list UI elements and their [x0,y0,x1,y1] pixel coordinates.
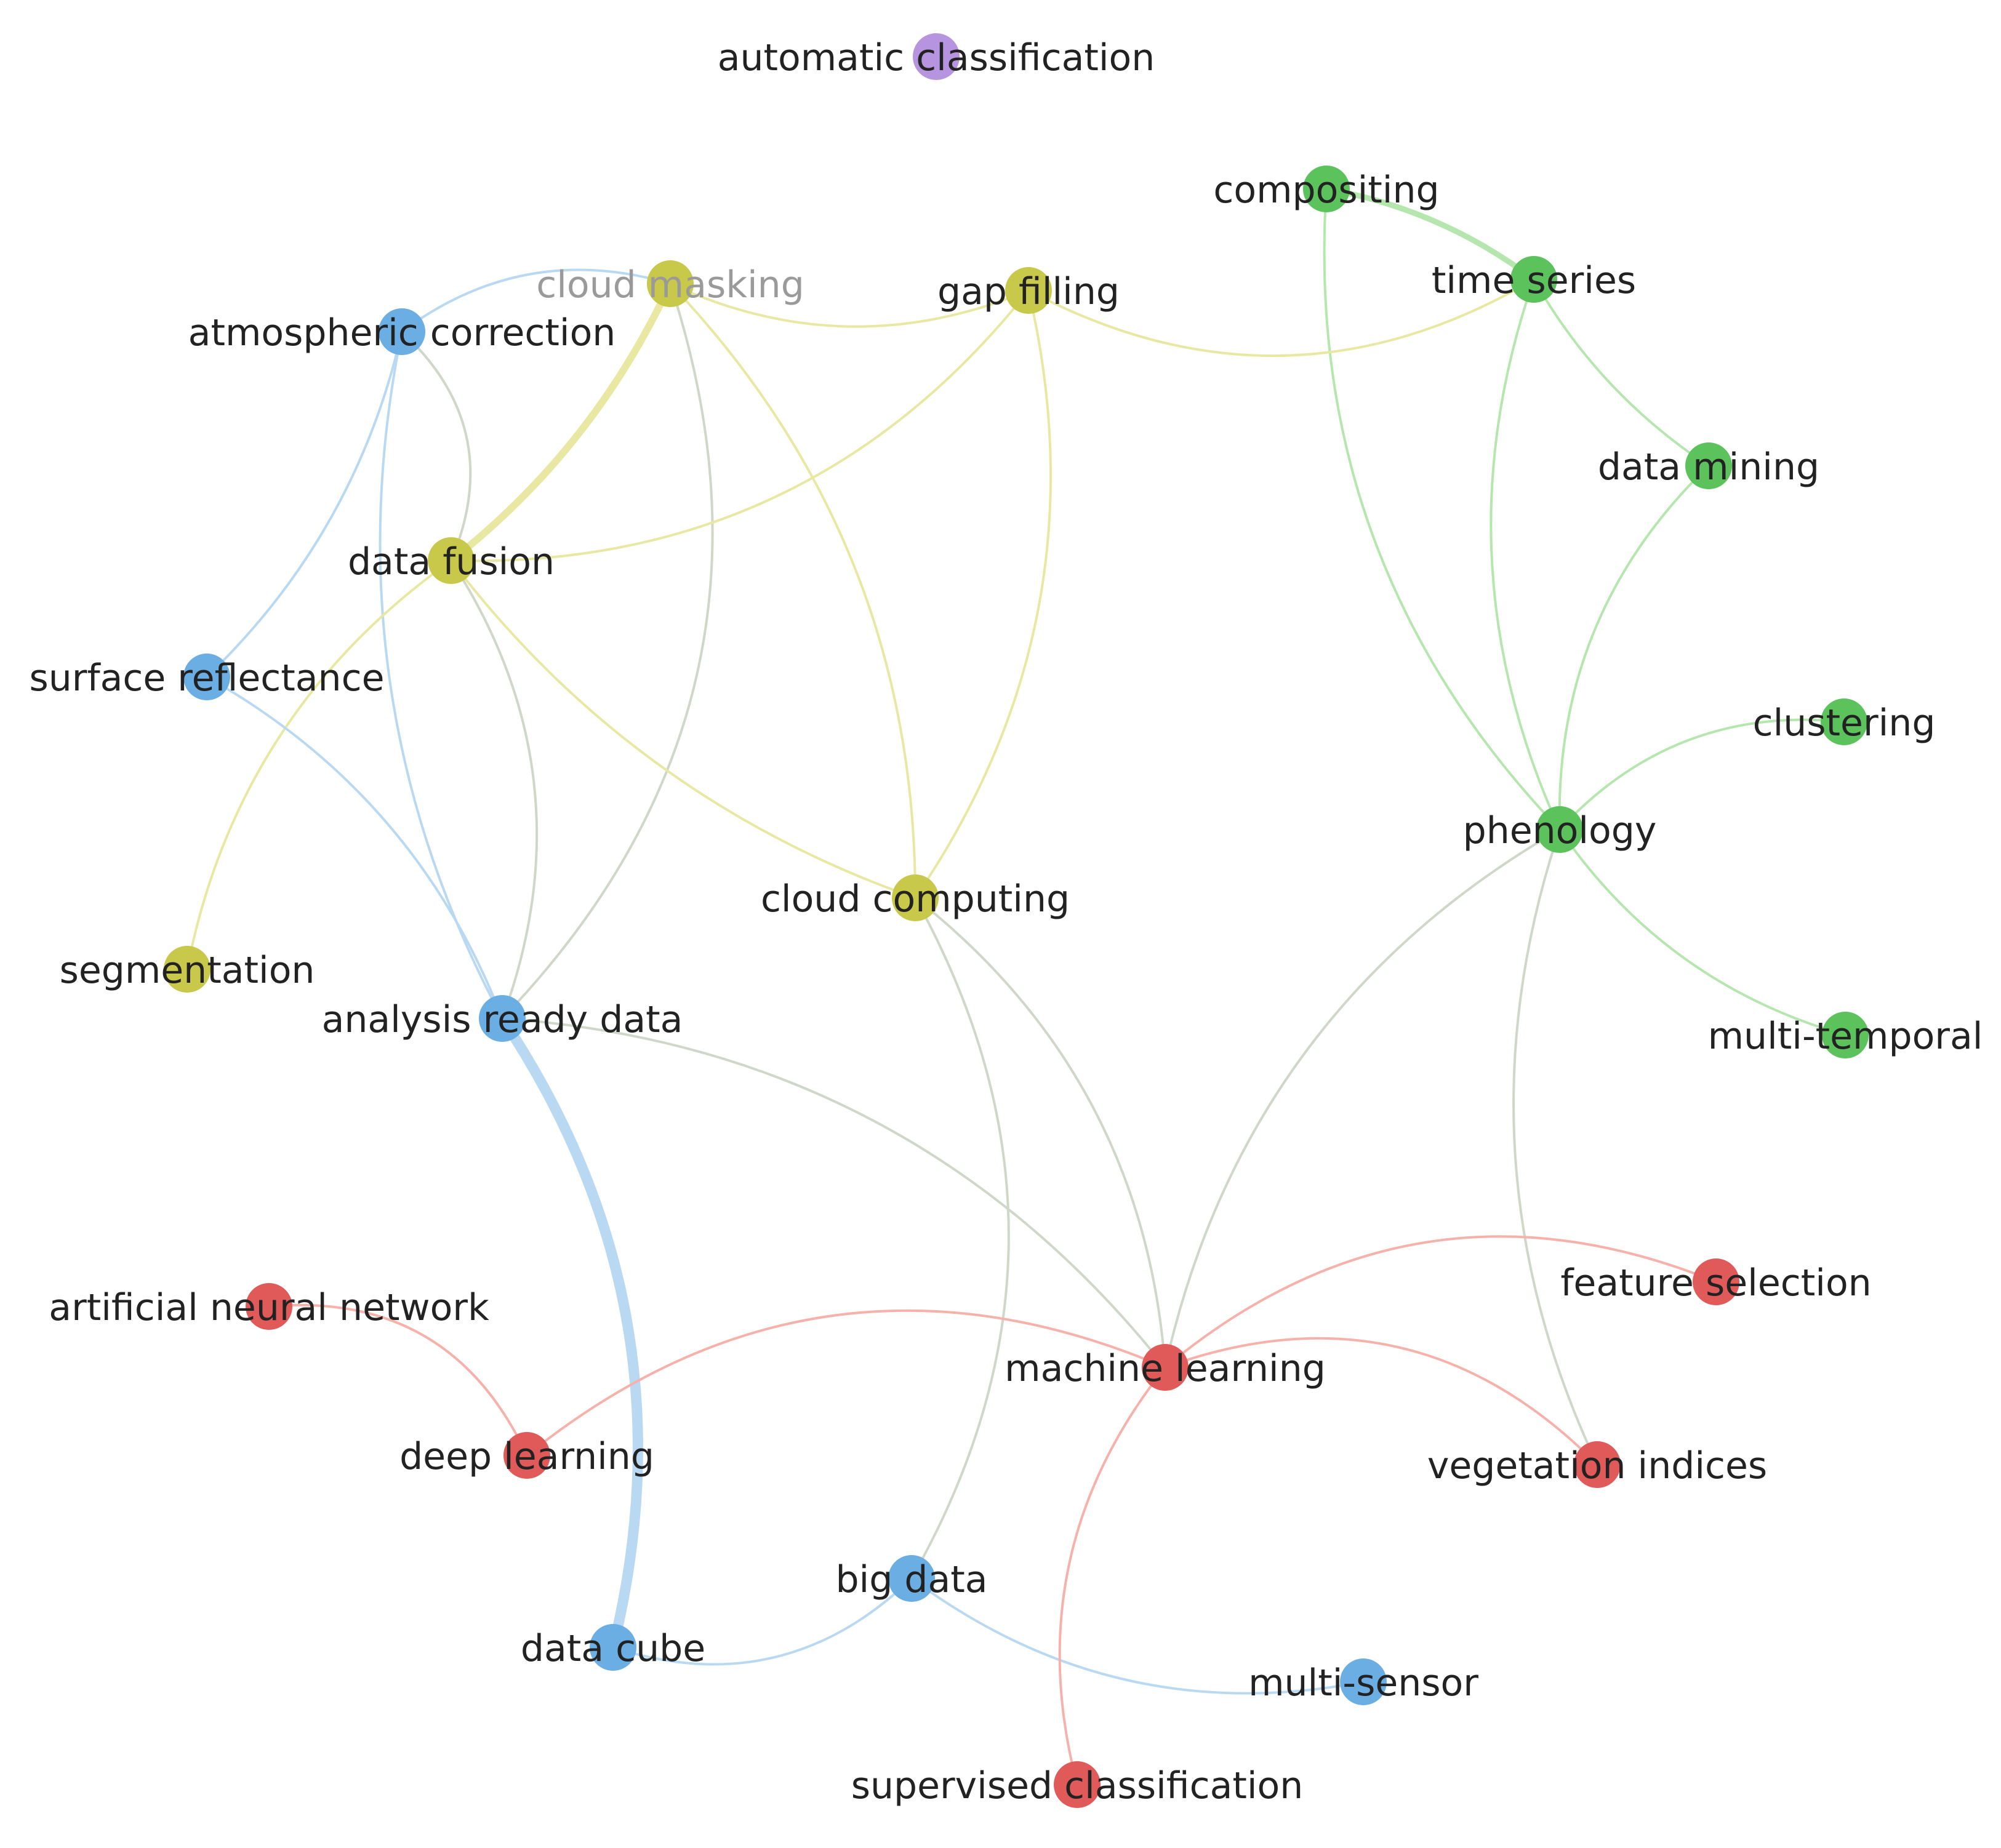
label-atmospheric-correction: atmospheric correction [188,311,616,354]
edge-cloud-masking-analysis-ready-data [501,282,714,1020]
node-atmospheric-correction[interactable] [379,308,425,355]
edge-time-series-data-mining [1533,278,1710,467]
node-artificial-neural-network[interactable] [246,1283,292,1330]
edge-deep-learning-machine-learning [526,1309,1166,1457]
node-machine-learning[interactable] [1142,1344,1189,1391]
node-compositing[interactable] [1303,166,1350,212]
label-big-data: big data [835,1558,987,1601]
node-supervised-classification[interactable] [1054,1761,1101,1808]
label-cloud-computing: cloud computing [761,878,1070,921]
edge-atmospheric-correction-analysis-ready-data [379,330,503,1020]
edge-phenology-vegetation-indices [1512,828,1598,1466]
edge-machine-learning-feature-selection [1164,1235,1717,1369]
label-segmentation: segmentation [60,949,315,992]
label-analysis-ready-data: analysis ready data [322,998,683,1041]
edge-compositing-phenology [1323,188,1561,831]
label-multi-temporal: multi-temporal [1708,1015,1983,1058]
node-vegetation-indices[interactable] [1574,1441,1621,1488]
edge-phenology-clustering [1558,718,1845,831]
node-clustering[interactable] [1821,698,1867,745]
edge-atmospheric-correction-data-fusion [401,330,472,562]
label-time-series: time series [1432,259,1636,302]
label-surface-reflectance: surface reflectance [29,657,384,700]
edge-analysis-ready-data-machine-learning [501,1017,1166,1369]
node-data-mining[interactable] [1685,442,1732,489]
edge-cloud-masking-data-fusion [447,280,674,564]
edge-cloud-masking-gap-filling [669,282,1030,328]
edge-gap-filling-data-fusion [450,289,1030,562]
edge-big-data-multi-sensor [910,1577,1365,1695]
edge-machine-learning-vegetation-indices [1164,1337,1598,1466]
node-surface-reflectance[interactable] [183,654,230,700]
label-automatic-classification: automatic classification [718,36,1155,79]
edge-data-fusion-analysis-ready-data [450,559,539,1020]
label-phenology: phenology [1463,809,1657,852]
label-multi-sensor: multi-sensor [1248,1662,1478,1705]
label-deep-learning: deep learning [399,1435,654,1478]
label-layer: automatic classification compositing time … [29,36,1983,1807]
node-big-data[interactable] [888,1555,935,1602]
label-clustering: clustering [1753,702,1936,745]
edge-surface-reflectance-analysis-ready-data [206,676,503,1020]
node-data-cube[interactable] [590,1624,636,1671]
label-vegetation-indices: vegetation indices [1427,1444,1767,1487]
edge-compositing-time-series [1323,186,1537,282]
label-compositing: compositing [1213,169,1439,212]
node-analysis-ready-data[interactable] [479,995,526,1042]
edge-data-fusion-cloud-computing [450,559,916,899]
node-phenology[interactable] [1536,806,1583,853]
label-feature-selection: feature selection [1560,1262,1871,1305]
node-time-series[interactable] [1510,256,1557,303]
edge-artificial-neural-network-deep-learning [268,1303,528,1457]
node-cloud-masking[interactable] [647,260,694,307]
node-deep-learning[interactable] [503,1432,550,1479]
edge-data-fusion-segmentation [186,559,452,970]
node-layer [164,33,1869,1808]
edge-cloud-masking-atmospheric-correction [401,268,672,333]
edge-analysis-ready-data-data-cube [497,1013,643,1653]
node-gap-filling[interactable] [1005,267,1052,314]
node-automatic-classification[interactable] [913,33,960,80]
label-cloud-masking: cloud masking [536,263,804,306]
label-data-cube: data cube [521,1627,705,1670]
edge-cloud-computing-machine-learning [914,897,1166,1369]
edge-time-series-phenology [1490,278,1561,831]
label-data-mining: data mining [1598,446,1819,489]
label-data-fusion: data fusion [348,540,555,583]
edge-data-mining-phenology [1558,465,1710,831]
label-machine-learning: machine learning [1005,1347,1326,1390]
node-multi-sensor[interactable] [1340,1658,1387,1705]
edge-phenology-multi-temporal [1558,828,1847,1036]
label-artificial-neural-network: artificial neural network [49,1286,489,1329]
node-multi-temporal[interactable] [1822,1012,1869,1058]
edge-machine-learning-supervised-classification [1058,1366,1166,1786]
node-feature-selection[interactable] [1693,1258,1739,1305]
edge-data-cube-big-data [612,1577,913,1666]
edge-time-series-gap-filling [1027,278,1535,358]
node-segmentation[interactable] [164,946,211,993]
edge-atmospheric-correction-surface-reflectance [206,330,403,678]
edge-cloud-masking-cloud-computing [669,282,917,899]
edge-cloud-computing-big-data [910,897,1010,1580]
label-supervised-classification: supervised classification [851,1764,1304,1807]
node-data-fusion[interactable] [428,537,475,584]
edge-layer [186,186,1847,1786]
node-cloud-computing[interactable] [892,874,939,921]
edge-gap-filling-cloud-computing [914,289,1052,899]
label-gap-filling: gap filling [937,270,1120,313]
edge-phenology-machine-learning [1164,828,1561,1369]
